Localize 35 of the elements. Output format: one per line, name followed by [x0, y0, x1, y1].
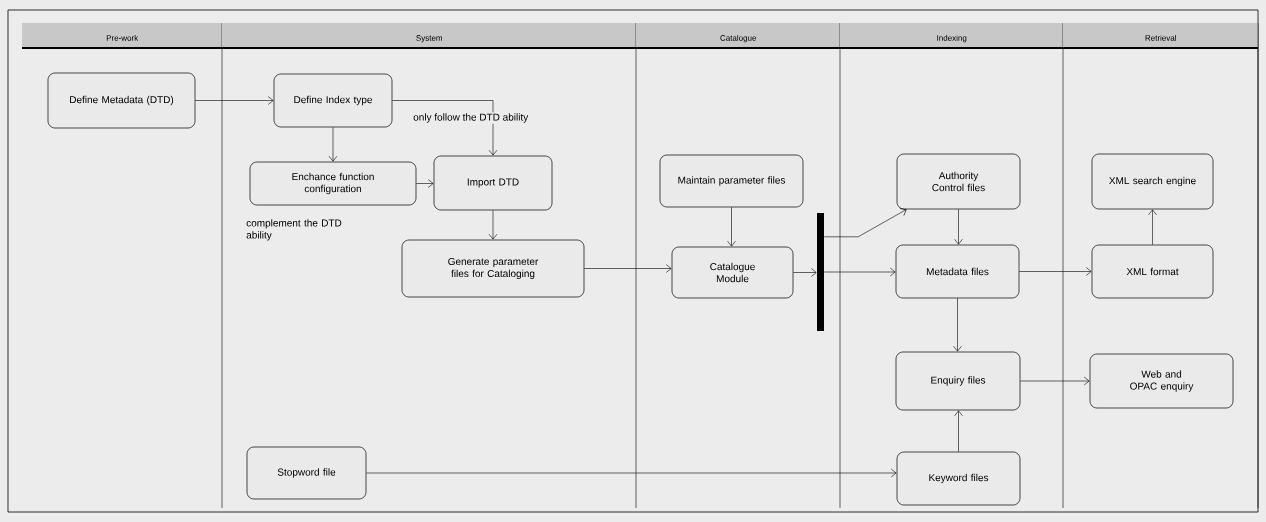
process-box: Maintain parameter files: [659, 154, 804, 208]
process-box: Keyword files: [896, 451, 1021, 506]
note-text: complement the DTD ability: [246, 219, 342, 241]
arrow: [416, 179, 434, 188]
process-box: Define Index type: [273, 73, 393, 128]
process-box: Authority Control files: [896, 153, 1021, 210]
arrow: [823, 267, 896, 277]
arrow: [954, 209, 963, 245]
arrow: [953, 298, 962, 352]
arrow: [584, 264, 672, 273]
arrow: [392, 100, 498, 156]
arrow: [366, 468, 897, 478]
arrow: [954, 410, 963, 452]
arrow: [328, 127, 338, 162]
process-box: Enchance function configuration: [249, 161, 417, 206]
process-box: XML search engine: [1091, 153, 1214, 210]
arrow: [1019, 267, 1092, 276]
sync-bar: [817, 213, 824, 331]
process-box: Import DTD: [433, 155, 553, 211]
process-box: Web and OPAC enquiry: [1089, 353, 1234, 409]
arrow: [1148, 209, 1157, 245]
process-box: Generate parameter files for Cataloging: [401, 239, 585, 298]
arrow: [823, 208, 907, 238]
process-box: XML format: [1091, 244, 1214, 299]
arrow: [727, 207, 736, 247]
arrow: [488, 210, 498, 240]
arrow: [1020, 376, 1090, 386]
arrow: [195, 96, 274, 105]
process-box: Metadata files: [895, 244, 1020, 299]
process-box: Catalogue Module: [671, 246, 794, 299]
process-box: Enquiry files: [895, 351, 1021, 411]
edge-label: only follow the DTD ability: [412, 112, 530, 124]
process-box: Define Metadata (DTD): [47, 72, 196, 129]
process-box: Stopword file: [246, 446, 367, 500]
arrow: [793, 268, 817, 277]
